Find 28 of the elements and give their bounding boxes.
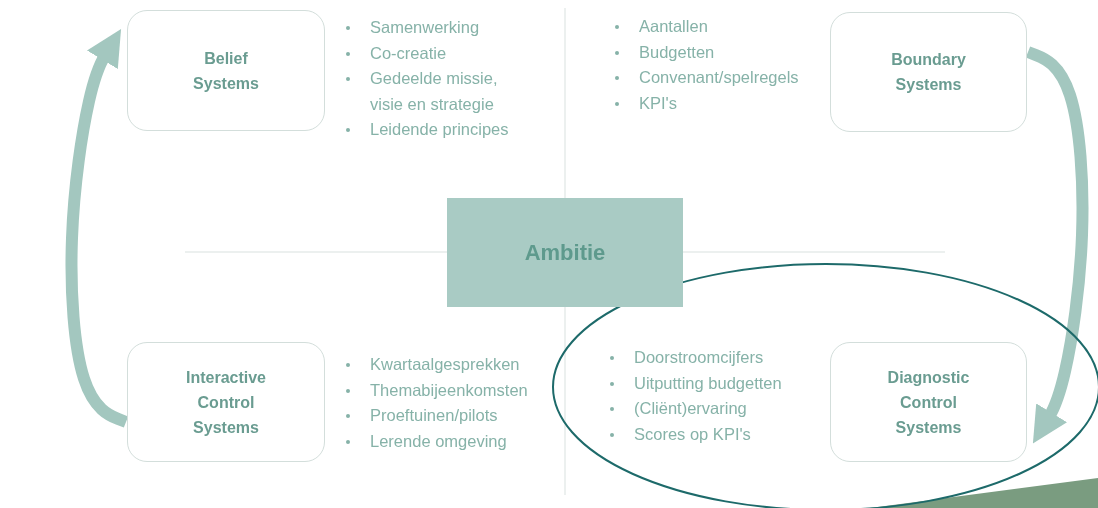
system-box: [127, 342, 325, 462]
node-label: Interactive Control Systems: [184, 367, 267, 438]
bullet-text: Proeftuinen/pilots: [370, 405, 499, 426]
bullet-text: Gedeelde missie, visie en strategie: [370, 68, 499, 115]
bullet-text: Co-creatie: [370, 42, 448, 64]
bullet-text: Budgetten: [639, 41, 716, 63]
bullet-text: Convenant/spelregels: [639, 67, 800, 88]
node-label: Ambitie: [524, 240, 606, 265]
bullet-text: Uitputting budgetten: [634, 372, 783, 394]
bullet-text: Leidende principes: [370, 119, 510, 140]
system-box: [830, 342, 1027, 462]
bullet-text: Doorstroomcijfers: [634, 347, 765, 368]
bullet-text: KPI's: [639, 92, 678, 114]
curved-arrow: [1025, 46, 1089, 444]
system-box: [127, 10, 325, 131]
bullet-text: Themabijeenkomsten: [370, 379, 529, 401]
center-box: [447, 198, 683, 307]
bullet-text: Kwartaalgesprekken: [370, 354, 521, 375]
node-label: Boundary Systems: [890, 50, 967, 95]
bullet-text: Lerende omgeving: [370, 430, 508, 452]
node-label: Diagnostic Control Systems: [886, 367, 971, 438]
bullet-text: Samenwerking: [370, 17, 481, 38]
node-label: Belief Systems: [192, 48, 260, 94]
system-box: [830, 12, 1027, 132]
bullet-text: Scores op KPI's: [634, 423, 752, 445]
curved-arrow: [65, 28, 129, 428]
bullet-text: (Cliënt)ervaring: [634, 398, 748, 419]
bullet-text: Aantallen: [639, 16, 709, 37]
